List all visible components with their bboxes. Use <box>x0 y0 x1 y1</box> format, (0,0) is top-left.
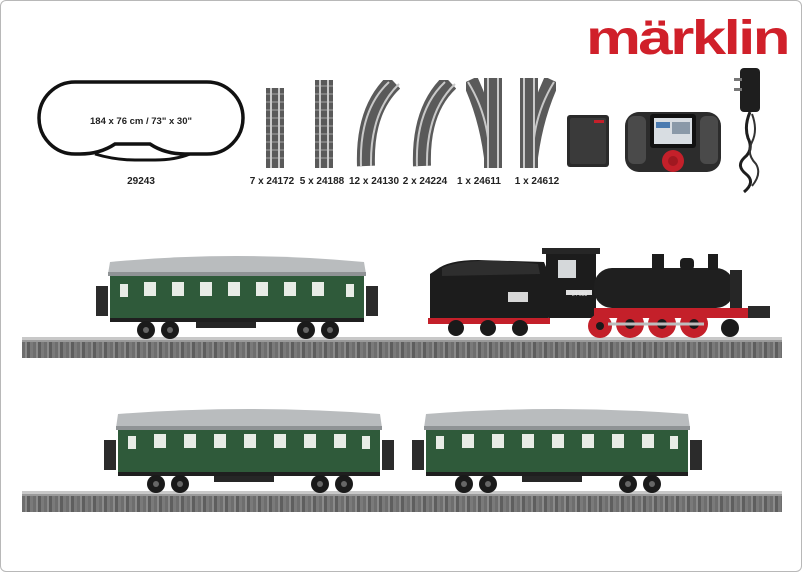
curved-track-icon <box>356 80 400 167</box>
component-label: 2 x 24224 <box>402 176 448 187</box>
track-plan-item-number: 29243 <box>127 176 155 187</box>
mobile-station-controller-icon <box>625 112 721 172</box>
connector-box-icon <box>567 115 609 167</box>
component-label: 12 x 24130 <box>348 176 400 187</box>
straight-track-icon <box>266 88 284 168</box>
display-track-bed <box>22 491 782 512</box>
passenger-coach-icon <box>104 409 394 493</box>
track-plan-dimensions: 184 x 76 cm / 73" x 30" <box>90 116 192 127</box>
marklin-logo: märklin <box>586 14 790 60</box>
passenger-coach-icon <box>412 409 702 493</box>
left-switch-icon <box>466 78 502 168</box>
display-track-bed <box>22 337 782 358</box>
steam-locomotive-icon <box>428 248 770 338</box>
right-switch-icon <box>520 78 556 168</box>
curved-track-icon <box>412 80 456 167</box>
component-label: 1 x 24612 <box>514 176 560 187</box>
power-supply-icon <box>734 68 760 194</box>
locomotive-number-plate: 24 058 <box>572 292 588 298</box>
component-label: 7 x 24172 <box>249 176 295 187</box>
svg-text:märklin: märklin <box>586 14 788 60</box>
straight-track-icon <box>315 80 333 168</box>
component-label: 1 x 24611 <box>457 176 501 187</box>
track-plan-diagram <box>37 80 245 162</box>
component-label: 5 x 24188 <box>299 176 345 187</box>
passenger-coach-icon <box>96 256 378 339</box>
